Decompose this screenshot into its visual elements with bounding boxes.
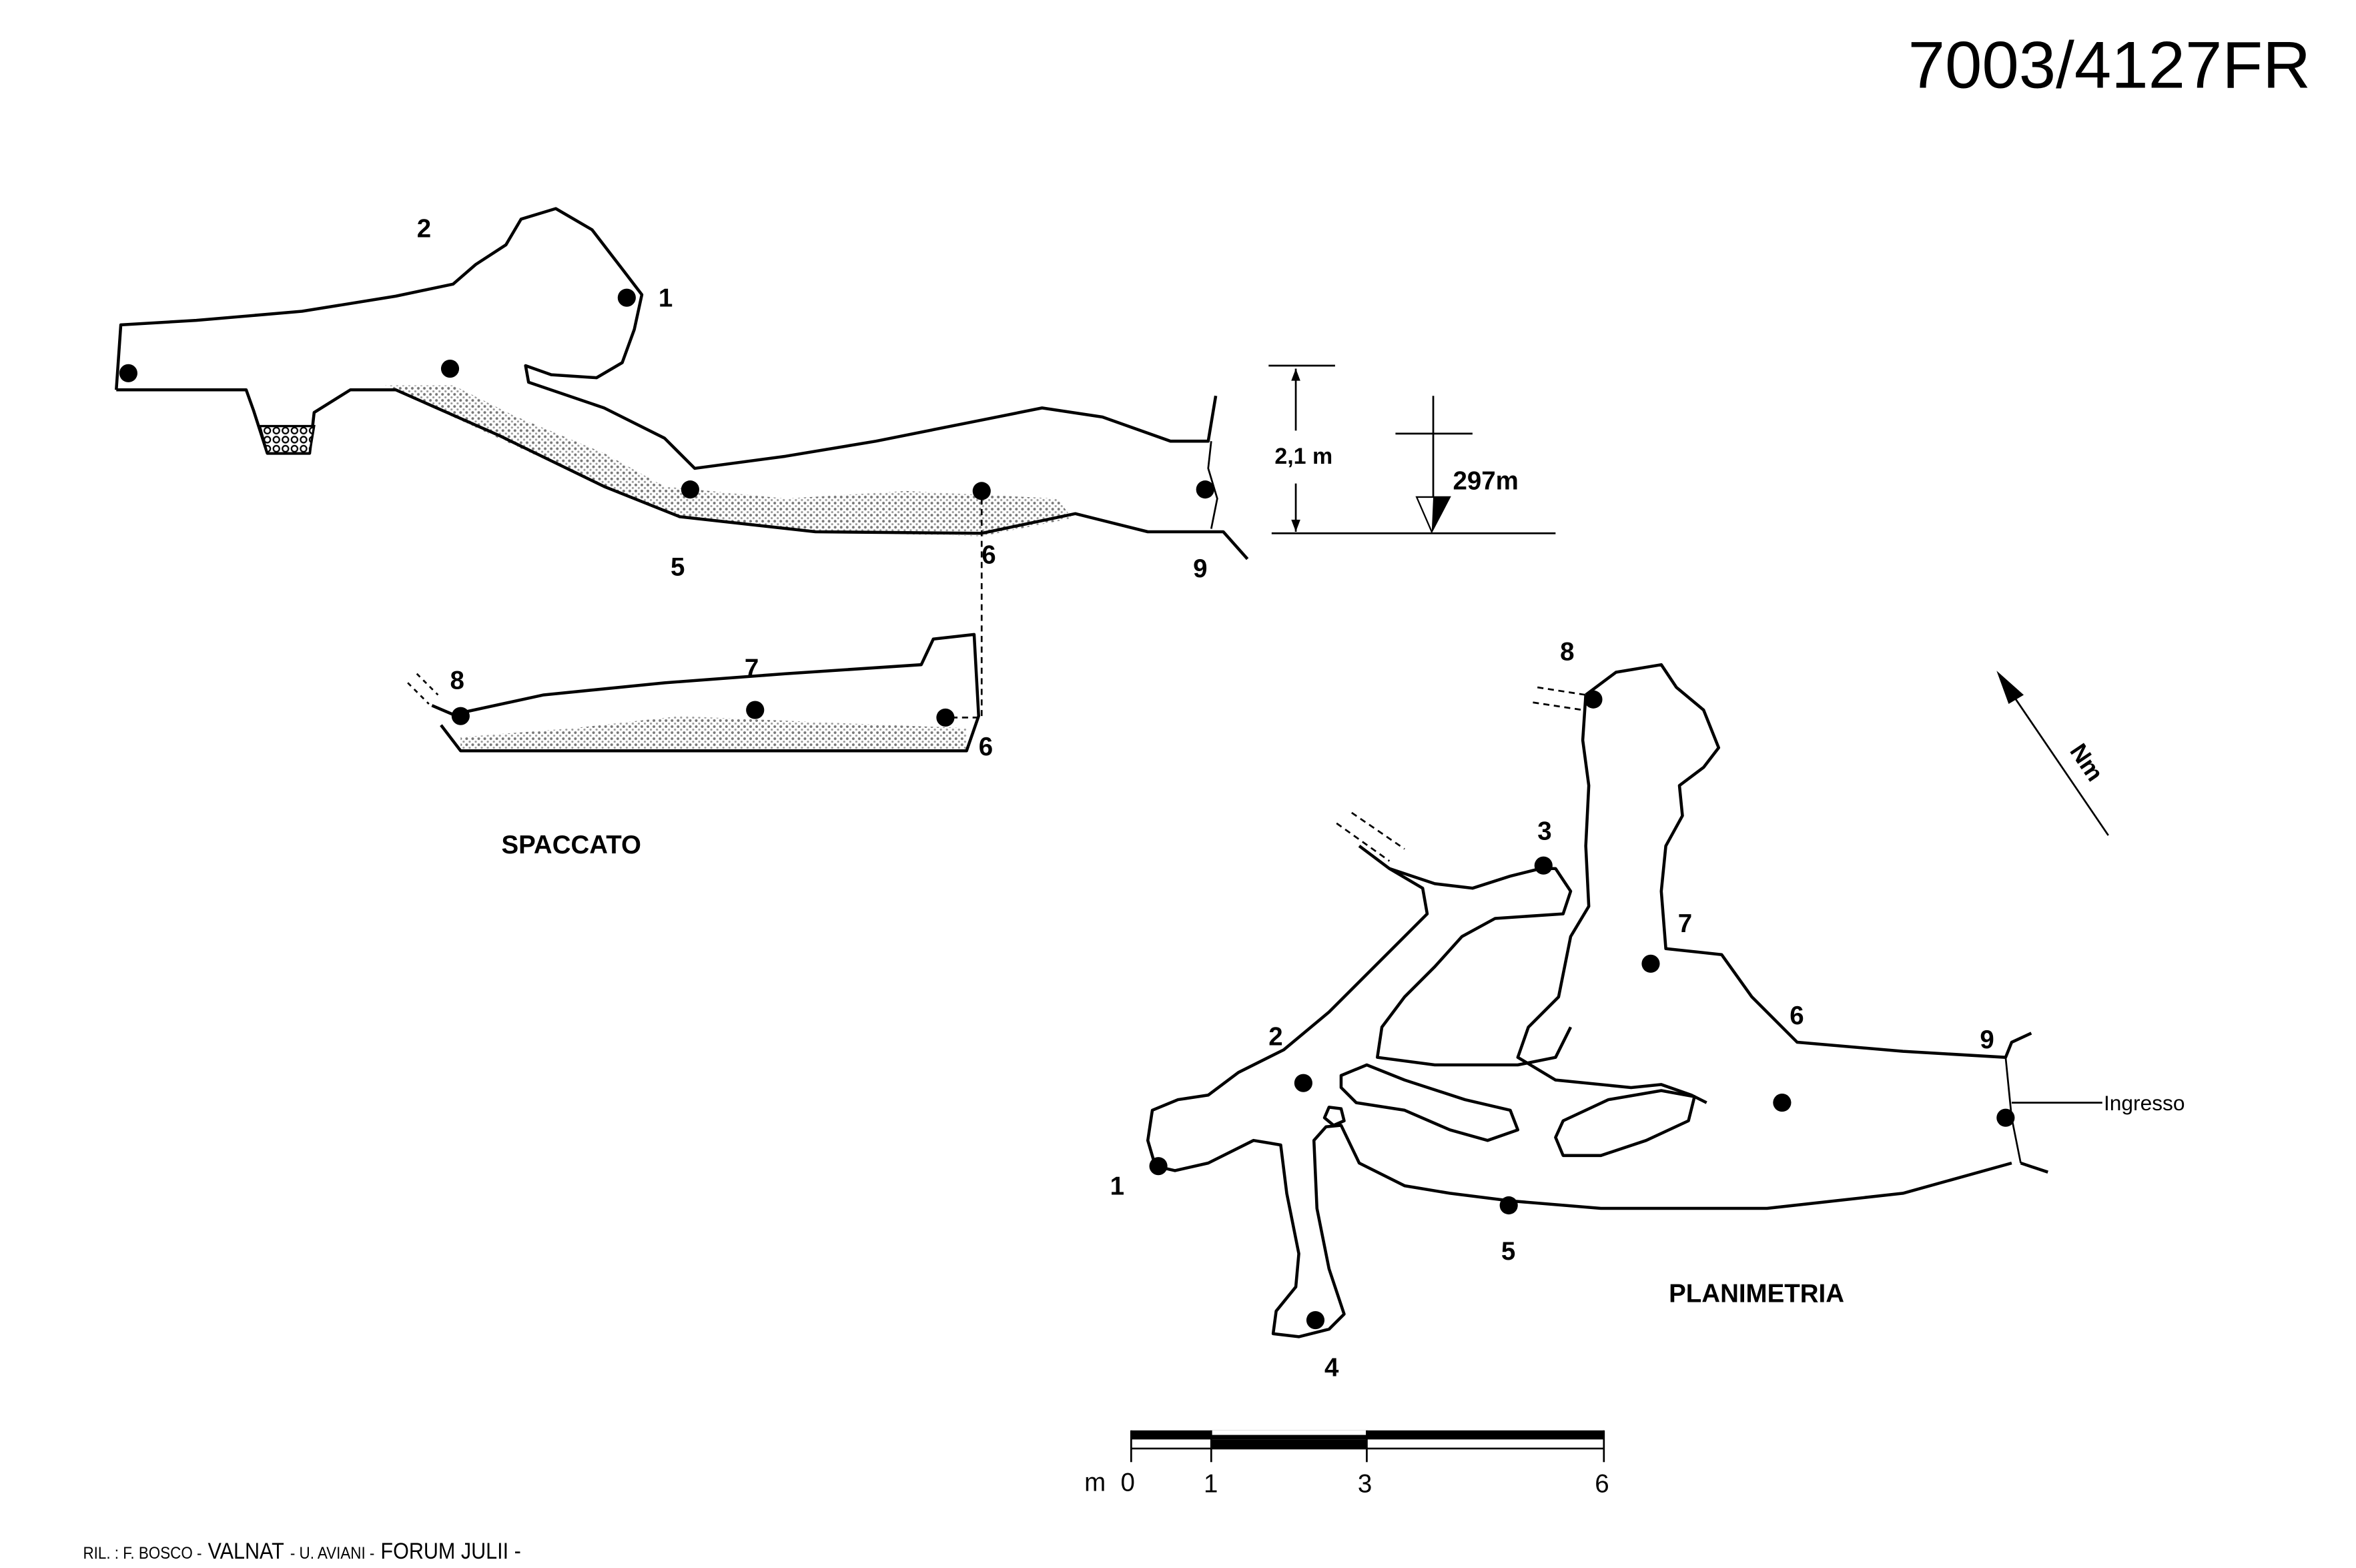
station-label: 2 <box>1268 1023 1282 1052</box>
scale-unit: m <box>1084 1468 1106 1497</box>
plan-island-1 <box>1554 1089 1696 1158</box>
station-marker <box>972 482 991 500</box>
section-stations <box>119 288 1214 727</box>
plan-passage-west <box>1389 867 1541 890</box>
height-dimension: 2,1 m <box>1268 364 1556 534</box>
station-marker <box>1149 1157 1168 1176</box>
station-label: 7 <box>745 654 759 683</box>
elevation-marker: 297m <box>1395 396 1519 534</box>
scale-tick-label: 6 <box>1595 1470 1609 1499</box>
section-title: SPACCATO <box>501 831 641 859</box>
station-label: 5 <box>671 553 685 582</box>
section-outline-upper <box>115 207 1218 470</box>
station-label: 7 <box>1678 909 1692 938</box>
station-marker <box>681 480 699 499</box>
plan-open-end-north <box>1533 686 1586 711</box>
rubble-block <box>258 424 316 454</box>
station-label: 6 <box>1790 1002 1804 1030</box>
station-marker <box>451 707 470 725</box>
station-label: 6 <box>981 541 996 570</box>
station-label: 5 <box>1501 1237 1515 1266</box>
station-marker <box>1499 1196 1518 1215</box>
station-marker <box>440 359 460 378</box>
lower-gallery-outline <box>431 633 980 753</box>
scale-tick-label: 3 <box>1358 1470 1372 1499</box>
section-entrance-edge <box>1207 441 1218 529</box>
station-label: 9 <box>1193 554 1207 583</box>
survey-credits: RIL. : F. BOSCO - VALNAT - U. AVIANI - F… <box>83 1538 520 1565</box>
station-marker <box>1294 1074 1312 1092</box>
station-label: 2 <box>417 215 431 244</box>
station-label: 6 <box>979 733 993 761</box>
plan-view: 8 3 7 6 9 2 1 5 4 Ingresso PLANIMETRIA N… <box>1110 637 2185 1382</box>
station-label: 4 <box>1324 1353 1339 1382</box>
station-marker <box>1773 1094 1792 1112</box>
station-marker <box>746 701 765 719</box>
credit-group: VALNAT <box>208 1539 284 1564</box>
elevation-label: 297m <box>1453 467 1518 496</box>
entrance-label: Ingresso <box>2104 1091 2185 1115</box>
credit-surveyor: RIL. : F. BOSCO - <box>83 1545 202 1563</box>
plan-stations <box>1149 690 2015 1330</box>
plan-outline-main <box>1146 663 2048 1338</box>
station-marker <box>119 364 137 382</box>
section-sediment-fill <box>385 385 1073 536</box>
station-label: 8 <box>1560 637 1574 666</box>
credit-surveyor-2: - U. AVIANI - <box>290 1545 375 1563</box>
station-label: 8 <box>450 666 464 695</box>
station-marker <box>1534 856 1553 875</box>
station-label: 1 <box>1110 1172 1124 1201</box>
scale-bar: m 0 1 3 6 <box>1084 1430 1609 1499</box>
scale-tick-label: 0 <box>1120 1468 1134 1497</box>
station-marker <box>1306 1310 1325 1330</box>
credit-group-2: FORUM JULII - <box>380 1539 520 1564</box>
scale-tick-label: 1 <box>1204 1470 1218 1499</box>
station-marker <box>936 708 955 727</box>
station-marker <box>1641 954 1660 973</box>
north-arrow: Nm <box>1996 671 2109 836</box>
station-label: 3 <box>1537 817 1551 846</box>
north-label: Nm <box>2064 739 2109 786</box>
plan-title: PLANIMETRIA <box>1669 1279 1844 1308</box>
plan-island-3 <box>1322 1106 1346 1127</box>
section-outline-lower <box>116 388 1249 560</box>
station-marker <box>1996 1108 2015 1127</box>
station-marker <box>1196 480 1214 499</box>
station-label: 9 <box>1980 1026 1994 1054</box>
lower-gallery-sediment <box>460 716 967 751</box>
station-marker <box>1584 690 1603 709</box>
station-label: 1 <box>659 284 673 313</box>
section-view: 2 1 5 6 9 8 7 6 SPACCATO 2,1 m 297m <box>115 207 1556 859</box>
plan-open-end-west <box>1336 811 1405 862</box>
lower-gallery-open-end <box>407 673 439 705</box>
station-marker <box>617 288 636 307</box>
plan-island-2 <box>1339 1063 1520 1142</box>
height-label: 2,1 m <box>1274 444 1332 469</box>
north-arrow-icon <box>1996 671 2024 705</box>
survey-title: 7003/4127FR <box>1908 29 2311 103</box>
